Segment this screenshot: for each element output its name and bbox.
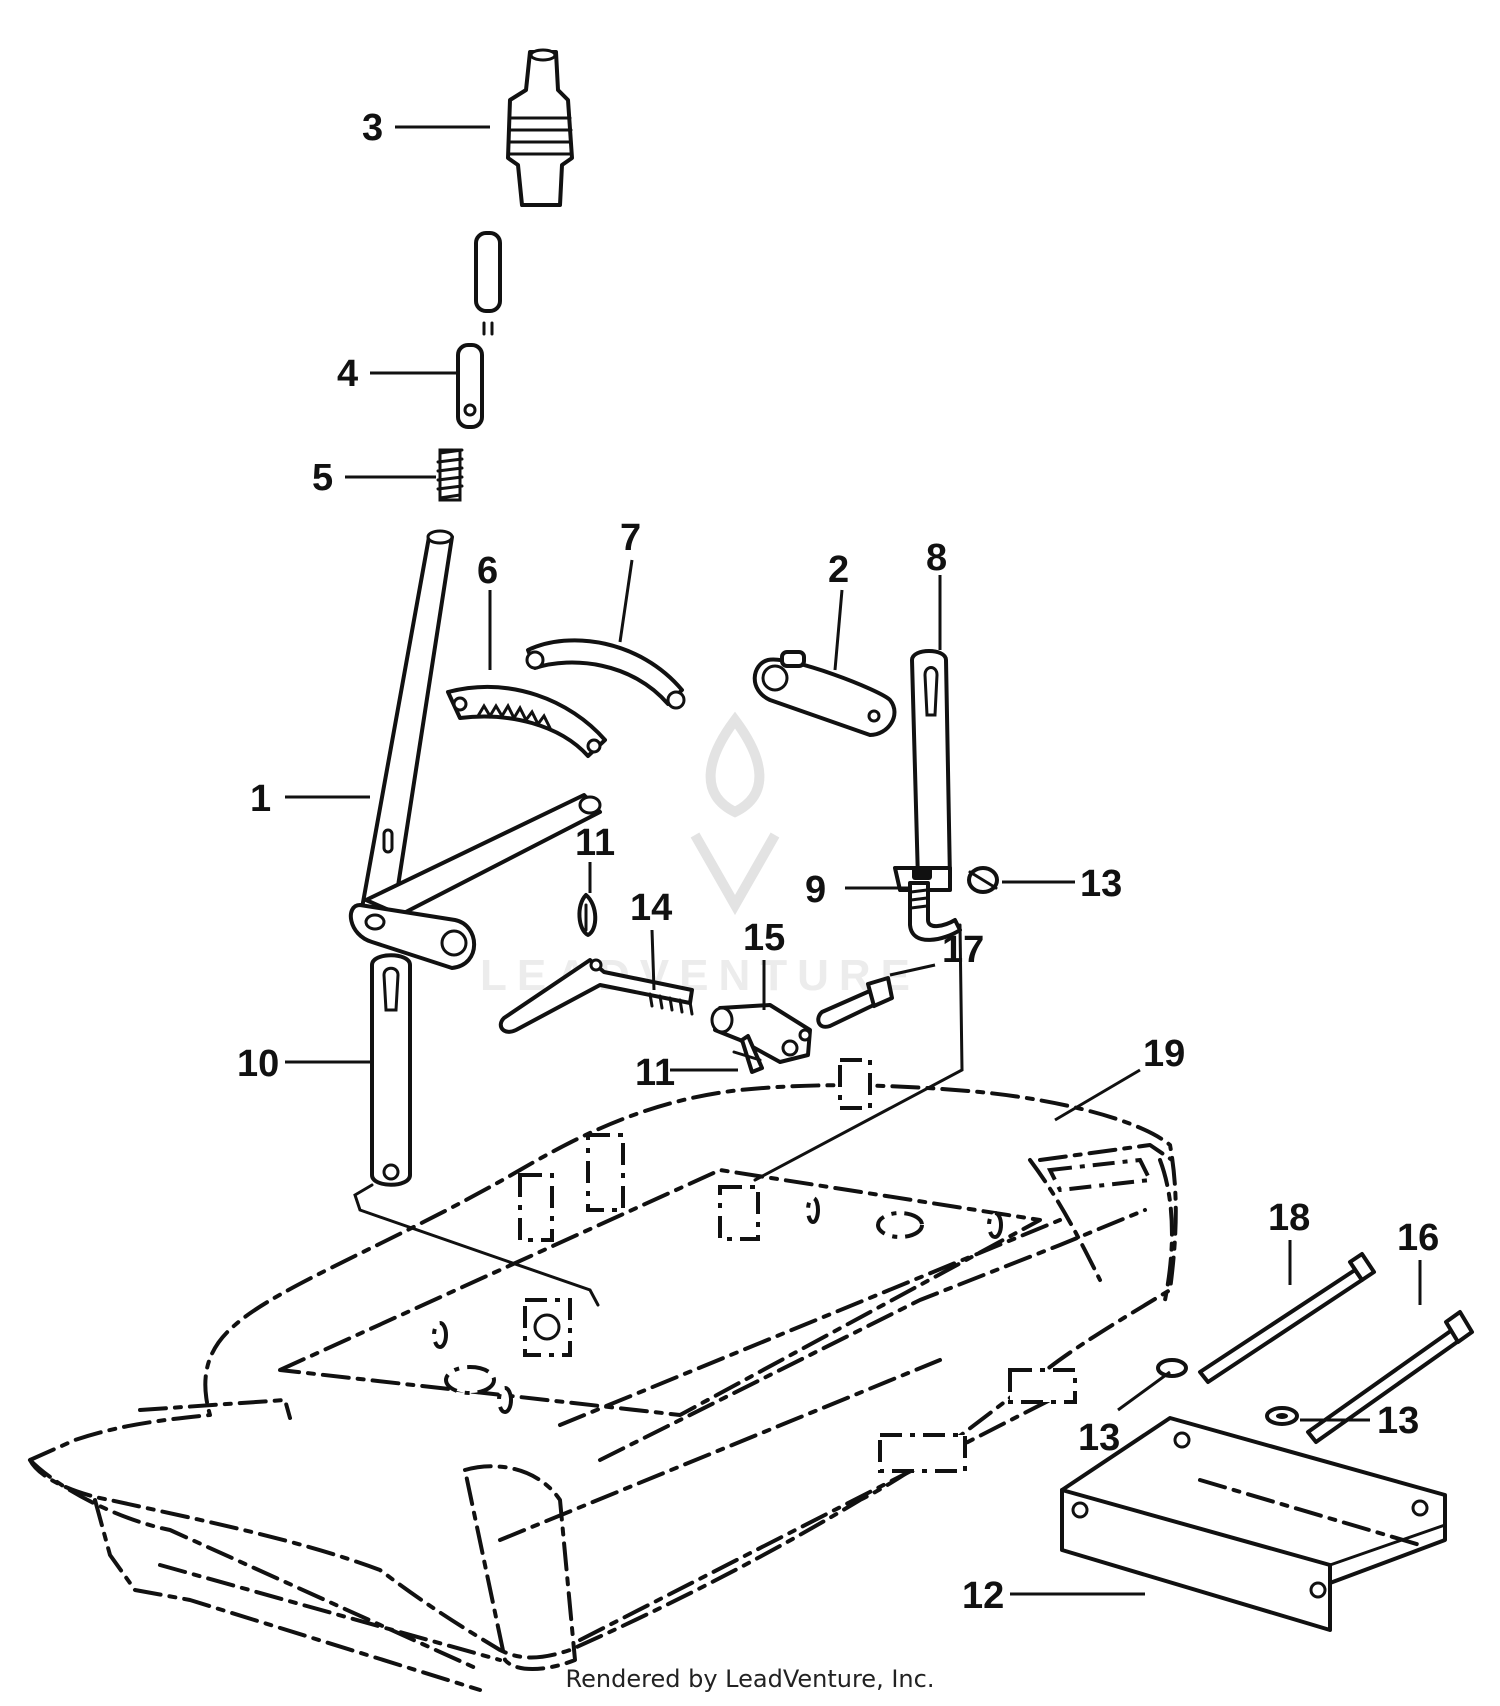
- callout-6: 6: [477, 550, 498, 592]
- part-13-clip-middle: [1156, 1358, 1188, 1378]
- callout-3: 3: [362, 107, 383, 149]
- part-10-keyhole-strap: [353, 953, 600, 1307]
- part-9-bent-pin: [908, 881, 962, 942]
- part-18-long-bolt: [1198, 1252, 1376, 1384]
- callout-10: 10: [237, 1043, 279, 1085]
- part-1-lift-lever: [348, 529, 602, 970]
- part-19-mower-deck: [28, 1083, 1178, 1692]
- part-2-link-plate: [752, 650, 897, 737]
- callout-19: 19: [1143, 1033, 1185, 1075]
- callout-13-lower: 13: [1377, 1400, 1419, 1442]
- callout-15: 15: [743, 917, 785, 959]
- callout-17: 17: [942, 929, 984, 971]
- callout-11-lower: 11: [635, 1052, 675, 1094]
- part-5-spring: [436, 448, 464, 502]
- part-16-long-bolt: [1306, 1310, 1474, 1444]
- callout-4: 4: [337, 353, 358, 395]
- leader-lines: [285, 125, 1422, 1596]
- callout-18: 18: [1268, 1197, 1310, 1239]
- part-17-clevis-pin: [816, 976, 894, 1029]
- callout-8: 8: [926, 537, 947, 579]
- part-3-handle-grip: [506, 48, 574, 207]
- part-8-keyhole-bracket: [893, 649, 952, 892]
- callout-14: 14: [630, 887, 672, 929]
- callout-11-upper: 11: [575, 822, 615, 864]
- linkage-strap: [753, 923, 964, 1182]
- footer-credit: Rendered by LeadVenture, Inc.: [565, 1665, 935, 1693]
- part-13-clip-lower: [1265, 1406, 1299, 1426]
- callout-13-middle: 13: [1078, 1417, 1120, 1459]
- part-4-rod: [456, 231, 502, 429]
- callout-16: 16: [1397, 1217, 1439, 1259]
- callout-12: 12: [962, 1575, 1004, 1617]
- callout-13-upper: 13: [1080, 863, 1122, 905]
- part-13-clip-upper: [967, 866, 999, 894]
- part-11-hairpin-lower: [732, 1034, 764, 1074]
- callout-1: 1: [250, 778, 271, 820]
- callout-labels: 3 4 5 1 6 7 2 8 9 13 11 14 15 17 10 11 1…: [237, 107, 1439, 1617]
- deck-mounting-brackets: [432, 1058, 1154, 1473]
- callout-5: 5: [312, 457, 333, 499]
- callout-7: 7: [620, 517, 641, 559]
- callout-2: 2: [828, 549, 849, 591]
- part-11-hairpin-upper: [577, 893, 598, 937]
- callout-9: 9: [805, 869, 826, 911]
- leadventure-watermark: LEADVENTURE: [480, 711, 910, 1000]
- part-7-arc-spring: [525, 638, 686, 710]
- part-15-clevis: [710, 1003, 812, 1064]
- part-14-bent-rod: [498, 958, 694, 1034]
- part-12-support-bracket: [1060, 1416, 1447, 1632]
- part-6-sector: [446, 684, 607, 758]
